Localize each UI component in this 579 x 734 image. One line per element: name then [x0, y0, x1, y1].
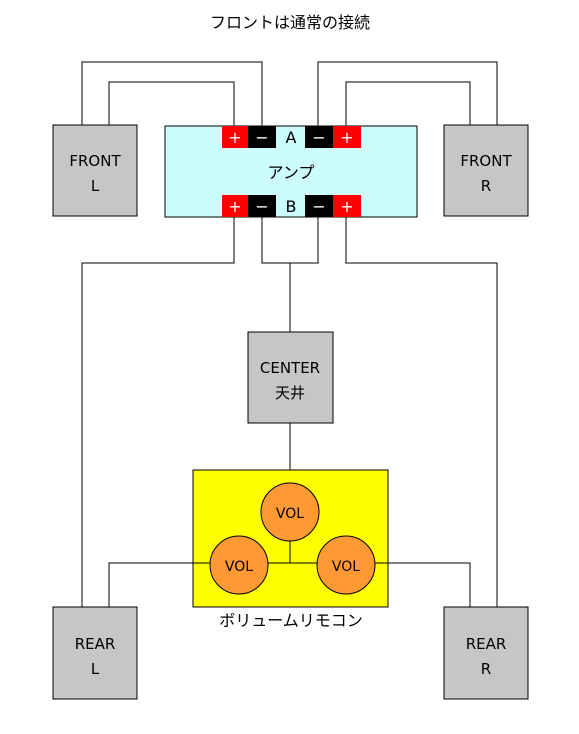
speaker-rear-right [443, 606, 529, 700]
speaker-front-right-side: R [481, 177, 491, 195]
wire-remote-rear-left [108, 562, 211, 607]
speaker-rear-left [52, 606, 138, 700]
wire-front-right-outer [317, 61, 498, 126]
volume-knob-right [316, 535, 376, 595]
terminal-b-left-plus-sign: + [228, 197, 241, 216]
volume-knob-right-label: VOL [332, 559, 360, 575]
channel-b-label: B [286, 197, 297, 216]
amplifier [164, 125, 418, 218]
speaker-front-left [52, 124, 138, 217]
speaker-front-left-side: L [91, 177, 100, 195]
wire-center-amp [261, 217, 319, 264]
channel-a-label: A [286, 128, 297, 147]
wire-front-right-inner [345, 81, 471, 126]
terminal-b-right-plus-sign: + [340, 197, 353, 216]
volume-knob-top [260, 482, 320, 542]
volume-knob-top-label: VOL [276, 506, 304, 522]
speaker-rear-left-name: REAR [75, 635, 116, 653]
terminal-b-right-minus [305, 195, 333, 217]
terminal-a-right-minus-sign: − [312, 128, 325, 147]
speaker-rear-right-name: REAR [466, 635, 507, 653]
terminal-b-right-plus [333, 195, 361, 217]
speaker-center [247, 331, 334, 424]
wire-front-left-inner [108, 81, 235, 126]
speaker-rear-right-side: R [481, 660, 491, 678]
terminal-a-right-plus [333, 126, 361, 148]
terminal-a-left-minus-sign: − [255, 128, 268, 147]
terminal-a-left-plus [222, 126, 248, 148]
terminal-b-left-minus [248, 195, 276, 217]
speaker-front-left-name: FRONT [69, 152, 121, 170]
speaker-front-right-name: FRONT [460, 152, 512, 170]
terminal-a-right-minus [305, 126, 333, 148]
speaker-center-name: CENTER [260, 359, 320, 377]
terminal-b-left-plus [222, 195, 248, 217]
volume-knob-left [209, 535, 269, 595]
wire-rear-right [345, 217, 498, 607]
wire-front-left-outer [81, 61, 263, 126]
diagram-title: フロントは通常の接続 [210, 13, 370, 32]
terminal-b-right-minus-sign: − [312, 197, 325, 216]
speaker-rear-left-side: L [91, 660, 100, 678]
amplifier-label: アンプ [268, 163, 315, 182]
terminal-a-right-plus-sign: + [340, 128, 353, 147]
terminal-a-left-minus [248, 126, 276, 148]
wire-rear-left [81, 217, 235, 607]
speaker-center-location: 天井 [275, 384, 305, 402]
wire-remote-rear-right [370, 562, 471, 607]
terminal-b-left-minus-sign: − [255, 197, 268, 216]
speaker-front-right [443, 124, 529, 217]
volume-remote-label: ボリュームリモコン [219, 611, 363, 630]
volume-knob-left-label: VOL [225, 559, 253, 575]
terminal-a-left-plus-sign: + [228, 128, 241, 147]
